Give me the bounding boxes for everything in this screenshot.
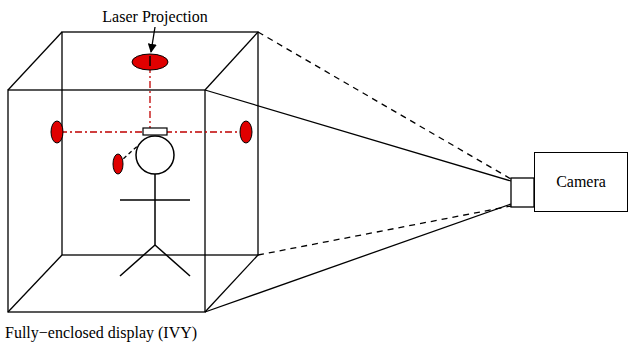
leader-arrow (151, 27, 155, 52)
display-label: Fully−enclosed display (IVY) (5, 324, 197, 342)
node-label: Camera (556, 173, 606, 191)
stick-figure (120, 136, 190, 276)
camera-frustum (205, 32, 511, 312)
laser-beams (60, 66, 243, 132)
laser-spots (51, 54, 252, 174)
camera-box: Camera (534, 152, 628, 212)
camera-lens (511, 178, 534, 207)
laser-device (143, 128, 167, 135)
spot-mark (149, 56, 151, 66)
callout-label: Laser Projection (102, 8, 207, 26)
cube-wireframe (8, 32, 258, 312)
